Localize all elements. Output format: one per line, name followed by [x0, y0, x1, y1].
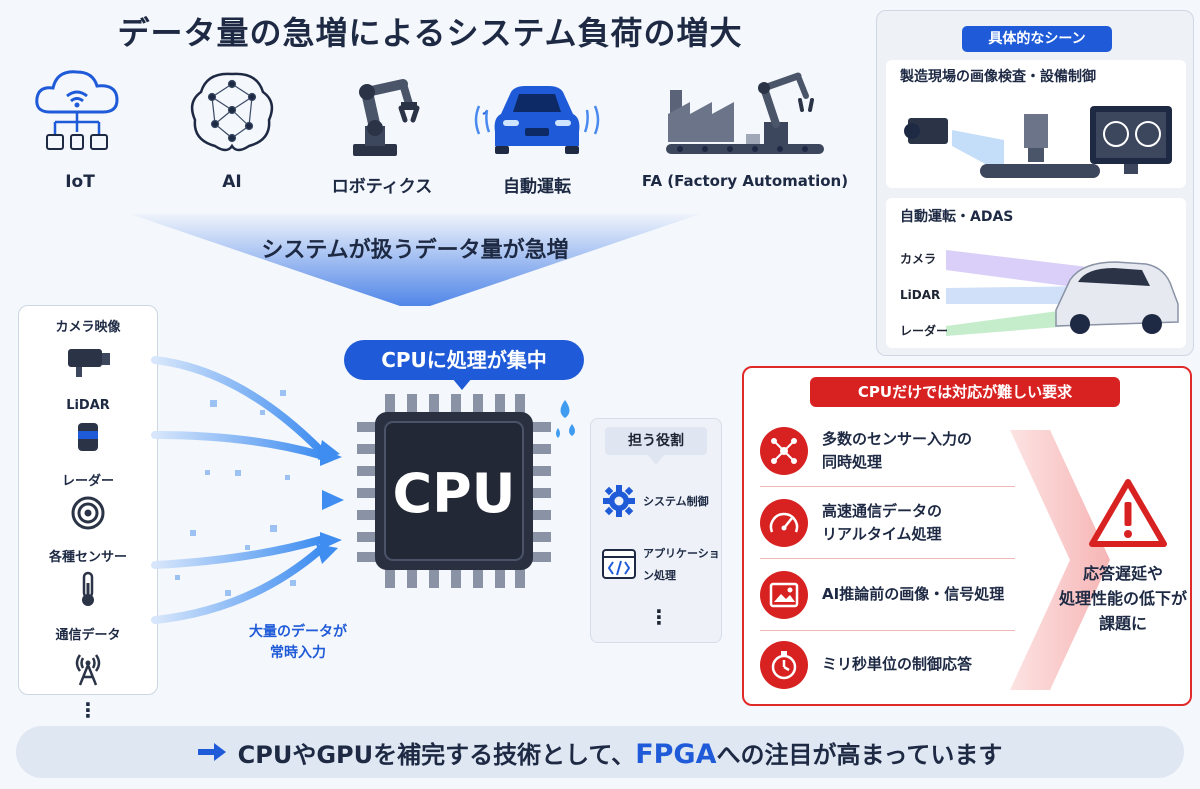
role-label-line2: ン処理 [643, 569, 676, 582]
scene-autonomous-label: 自動運転・ADAS [900, 209, 1014, 225]
speedometer-icon [760, 499, 808, 547]
requirement-line1: 高速通信データの [822, 501, 943, 520]
arrow-right-icon [197, 743, 226, 761]
source-label: 通信データ [55, 628, 121, 643]
requirements-tag: CPUだけでは対応が難しい要求 [810, 377, 1120, 407]
category-label: AI [222, 172, 242, 192]
sensor-label-lidar: LiDAR [900, 288, 941, 302]
source-label: 各種センサー [48, 550, 127, 565]
funnel-arrow [130, 214, 700, 306]
role-label: システム制御 [643, 495, 709, 508]
roles-more: ⋮ [649, 605, 669, 629]
divider [760, 486, 1015, 487]
role-label-line1: アプリケーショ [643, 547, 720, 560]
factory-icon [666, 72, 824, 154]
roles-pointer [648, 455, 664, 465]
source-label: LiDAR [66, 398, 110, 413]
category-ai: AI [152, 62, 312, 192]
robot-arm-icon [353, 79, 420, 156]
source-label: カメラ映像 [55, 320, 121, 335]
inspection-illustration [904, 106, 1172, 178]
data-flow-arrows [151, 356, 344, 624]
category-fa: FA (Factory Automation) [640, 62, 850, 190]
category-iot: IoT [0, 62, 160, 192]
conclusion-bar: CPUやGPUを補完する技術として、FPGAへの注目が高まっています [16, 726, 1184, 778]
source-camera: カメラ映像 [18, 316, 158, 379]
category-robotics: ロボティクス [302, 62, 462, 197]
source-comm: 通信データ [18, 624, 158, 687]
image-icon [760, 571, 808, 619]
category-label: FA (Factory Automation) [641, 172, 849, 190]
cloud-iot-icon [35, 70, 119, 150]
sensor-label-radar: レーダー [900, 324, 949, 338]
network-nodes-icon [760, 427, 808, 475]
warning-line2: 処理性能の低下が [1058, 588, 1187, 608]
adas-car-illustration [946, 250, 1179, 336]
thermometer-icon [82, 571, 94, 606]
source-label: レーダー [61, 474, 114, 489]
camera-icon [68, 349, 110, 377]
requirement-line1: 多数のセンサー入力の [822, 429, 973, 448]
conclusion-text-before: CPUやGPUを補完する技術として、 [237, 740, 636, 769]
flow-caption: 大量のデータが 常時入力 [228, 622, 368, 664]
flow-caption-line2: 常時入力 [270, 645, 326, 661]
requirement-item: ミリ秒単位の制御応答 [760, 634, 1030, 696]
gear-icon [603, 485, 635, 517]
scene-autonomous: 自動運転・ADAS カメラ LiDAR レーダー [886, 198, 1186, 348]
requirement-line2: リアルタイム処理 [822, 525, 942, 543]
warning-icon [1089, 479, 1167, 547]
scenes-tag: 具体的なシーン [962, 26, 1112, 52]
radar-icon [71, 496, 105, 530]
badge-pointer [452, 378, 472, 390]
source-radar: レーダー [18, 470, 158, 533]
warning-line1: 応答遅延や [1082, 564, 1163, 583]
requirement-line1: AI推論前の画像・信号処理 [822, 585, 1005, 604]
requirement-item: 多数のセンサー入力の 同時処理 [760, 420, 1030, 482]
conclusion-text-after: への注目が高まっています [716, 740, 1003, 769]
requirement-item: 高速通信データの リアルタイム処理 [760, 492, 1030, 554]
category-label: 自動運転 [503, 177, 571, 197]
warning-arrow [1010, 430, 1110, 690]
conclusion-highlight: FPGA [635, 738, 717, 770]
page-title: データ量の急増によるシステム負荷の増大 [117, 14, 743, 52]
divider [760, 558, 1015, 559]
brain-network-icon [190, 72, 274, 152]
source-sensors: 各種センサー [18, 546, 158, 609]
sweat-drops-icon [556, 400, 575, 438]
warning-text: 応答遅延や 処理性能の低下が 課題に [1048, 562, 1198, 636]
roles-heading: 担う役割 [605, 427, 707, 455]
scene-manufacturing: 製造現場の画像検査・設備制御 [886, 60, 1186, 188]
cpu-badge: CPUに処理が集中 [344, 340, 584, 380]
code-window-icon [602, 549, 636, 579]
antenna-icon [75, 654, 101, 686]
funnel-text: システムが扱うデータ量が急増 [261, 238, 569, 263]
flow-caption-line1: 大量のデータが [249, 624, 347, 640]
role-system-control: システム制御 [601, 483, 709, 519]
role-application: アプリケーショ ン処理 [601, 545, 720, 583]
source-lidar: LiDAR [18, 398, 158, 457]
requirement-item: AI推論前の画像・信号処理 [760, 564, 1030, 626]
warning-line3: 課題に [1098, 613, 1147, 633]
scene-manufacturing-label: 製造現場の画像検査・設備制御 [900, 69, 1096, 85]
cpu-label: CPU [392, 462, 516, 525]
category-autonomous: 自動運転 [457, 62, 617, 197]
data-sources-panel [18, 305, 158, 695]
requirement-line1: ミリ秒単位の制御応答 [822, 655, 973, 674]
lidar-icon [78, 423, 98, 451]
sources-more: ⋮ [78, 698, 98, 722]
cpu-chip [357, 394, 551, 588]
sensor-label-camera: カメラ [900, 252, 937, 266]
requirement-line2: 同時処理 [822, 453, 883, 471]
divider [760, 630, 1015, 631]
category-label: IoT [65, 172, 95, 192]
stopwatch-icon [760, 641, 808, 689]
car-icon [474, 86, 600, 154]
roles-panel: 担う役割 システム制御 アプリケーショ ン処理 ⋮ [590, 418, 722, 643]
category-label: ロボティクス [331, 177, 433, 197]
